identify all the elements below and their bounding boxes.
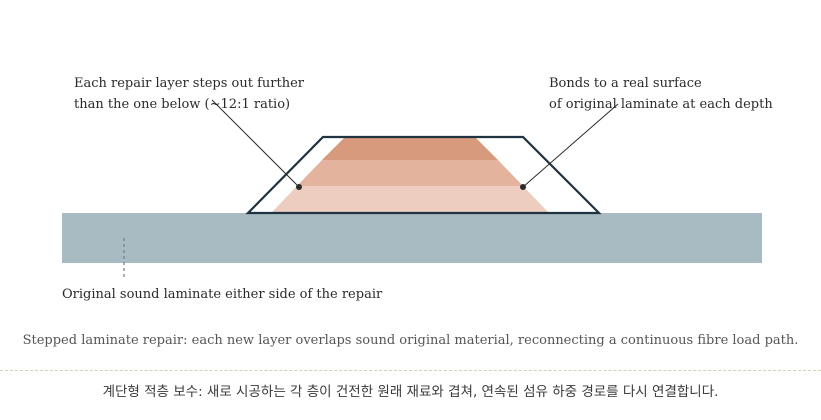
figure-caption-korean: 계단형 적층 보수: 새로 시공하는 각 층이 건전한 원래 재료와 겹쳐, 연… — [102, 384, 719, 400]
annotation-layer-step: Each repair layer steps out further than… — [74, 73, 304, 115]
repair-layer-middle — [297, 160, 523, 186]
caption-divider — [0, 370, 821, 371]
stepped-repair-diagram — [62, 99, 762, 278]
annotation-bond-surface-line2: of original laminate at each depth — [549, 97, 773, 112]
left-annotation-leader — [211, 99, 300, 188]
right-annotation-dot — [520, 184, 526, 190]
repair-layer-bottom — [272, 186, 548, 212]
figure-caption-english: Stepped laminate repair: each new layer … — [22, 333, 799, 348]
annotation-bond-surface: Bonds to a real surface of original lami… — [549, 73, 773, 115]
original-laminate-panel — [62, 213, 762, 263]
repair-scarf-outline — [245, 135, 602, 215]
left-annotation-dot — [296, 184, 302, 190]
annotation-layer-step-line1: Each repair layer steps out further — [74, 76, 304, 91]
repair-layer-top — [322, 137, 498, 160]
annotation-bond-surface-line1: Bonds to a real surface — [549, 76, 702, 91]
right-annotation-leader — [522, 103, 619, 188]
laminate-label: Original sound laminate either side of t… — [62, 287, 383, 302]
annotation-layer-step-line2: than the one below (~12:1 ratio) — [74, 97, 291, 112]
